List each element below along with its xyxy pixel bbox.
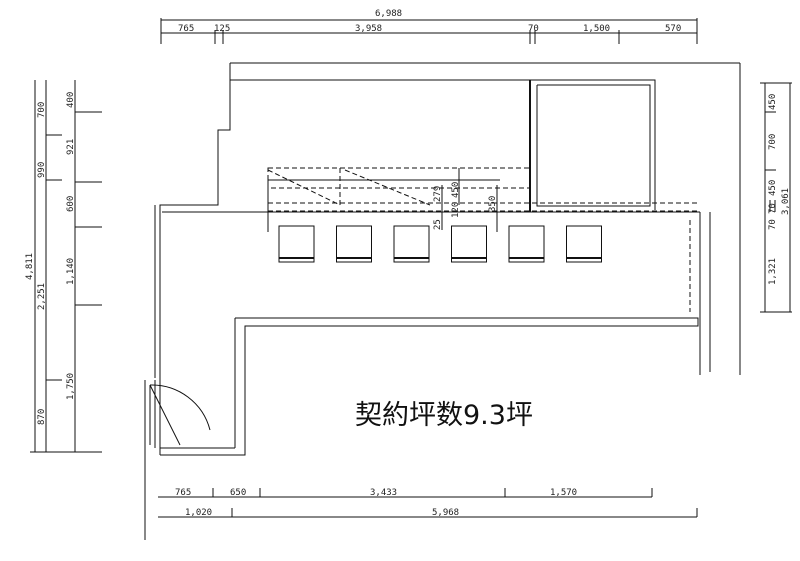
bottom-dimensions: 765 650 3,433 1,570 1,020 5,968 [158, 488, 698, 518]
dim-bottom: 5,968 [432, 508, 459, 518]
dim-counter: 279 [433, 186, 443, 202]
walls [144, 62, 741, 540]
stool [566, 225, 602, 263]
top-dimensions: 6,988 765 125 3,958 70 1,500 570 [160, 9, 698, 44]
dim-right: 70 [768, 203, 778, 214]
stool [278, 225, 315, 263]
dim-right: 700 [768, 134, 778, 150]
dim-left: 1,750 [66, 373, 76, 400]
stool [336, 225, 372, 263]
dim-top: 125 [214, 24, 230, 34]
dim-left: 921 [66, 139, 76, 155]
dim-right: 70 [768, 219, 778, 230]
contract-area-label: 契約坪数9.3坪 [355, 400, 533, 431]
dim-left: 700 [37, 102, 47, 118]
dim-top-total: 6,988 [375, 9, 402, 19]
dim-right: 450 [768, 180, 778, 196]
dim-top: 70 [528, 24, 539, 34]
right-dimensions: 450 700 450 70 70 1,321 3,061 [760, 82, 792, 313]
dim-counter: 120 [451, 202, 461, 218]
dim-bottom: 1,570 [550, 488, 577, 498]
dim-top: 765 [178, 24, 194, 34]
dim-left: 600 [66, 196, 76, 212]
dim-top: 1,500 [583, 24, 610, 34]
stool [393, 225, 430, 263]
dim-bottom: 1,020 [185, 508, 212, 518]
dim-left: 2,251 [37, 283, 47, 310]
dim-left: 990 [37, 162, 47, 178]
dim-top: 3,958 [355, 24, 382, 34]
stool [451, 225, 487, 263]
stool [508, 225, 545, 263]
dim-counter: 450 [451, 182, 461, 198]
stools [278, 225, 602, 263]
dim-bottom: 3,433 [370, 488, 397, 498]
dim-left: 400 [66, 92, 76, 108]
door [149, 384, 211, 446]
dim-top: 570 [665, 24, 681, 34]
dim-left-total: 4,811 [25, 253, 35, 280]
left-dimensions: 4,811 700 990 2,251 870 400 921 600 1,14… [25, 80, 102, 453]
dim-bottom: 650 [230, 488, 246, 498]
dim-counter: 350 [488, 196, 498, 212]
dim-left: 1,140 [66, 258, 76, 285]
dim-right: 1,321 [768, 258, 778, 285]
dim-left: 870 [37, 409, 47, 425]
dim-counter: 25 [433, 219, 443, 230]
dim-right: 450 [768, 94, 778, 110]
dim-right-total: 3,061 [781, 188, 791, 215]
counter: 279 450 120 25 350 [267, 167, 700, 232]
dim-bottom: 765 [175, 488, 191, 498]
